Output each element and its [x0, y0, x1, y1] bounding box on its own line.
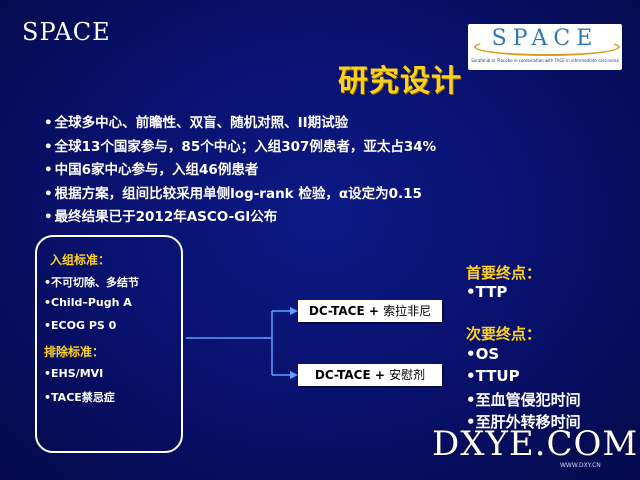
arm-regimen: DC-TACE + [308, 304, 384, 318]
criteria-box [35, 235, 183, 453]
arm-drug: 索拉非尼 [383, 304, 432, 318]
page-title: 研究设计 [338, 64, 462, 99]
secondary-endpoint-item: 至肝外转移时间 [466, 411, 581, 432]
site-watermark: DXYE.COM [432, 424, 639, 464]
logo-swoosh-icon [474, 38, 620, 56]
secondary-endpoint-item: TTUP [466, 367, 520, 385]
inclusion-title: 入组标准： [50, 253, 111, 267]
secondary-endpoint-title: 次要终点： [466, 325, 542, 343]
exclusion-item: •TACE禁忌症 [44, 391, 115, 404]
secondary-endpoint-item: 至血管侵犯时间 [466, 389, 581, 410]
bullet-item: 中国6家中心参与，入组46例患者 [44, 159, 436, 183]
arm-regimen: DC-TACE + [314, 368, 390, 382]
primary-endpoint-title: 首要终点： [466, 264, 542, 282]
arrow-right-icon [290, 307, 298, 315]
bullet-item: 根据方案，组间比较采用单侧log-rank 检验，α设定为0.15 [44, 183, 436, 207]
secondary-endpoint-item: OS [466, 345, 500, 363]
bullet-item: 全球多中心、前瞻性、双盲、随机对照、II期试验 [44, 112, 436, 136]
inclusion-item: •ECOG PS 0 [44, 319, 117, 332]
logo-word: SPACE [491, 26, 599, 51]
bullet-item: 最终结果已于2012年ASCO-GI公布 [44, 206, 436, 230]
bullet-item: 全球13个国家参与，85个中心；入组307例患者，亚太占34% [44, 136, 437, 160]
space-logo: SPACE Sorafenib or Placebo in combinatio… [468, 24, 622, 70]
arm-placebo: DC-TACE + 安慰剂 [298, 364, 442, 386]
watermark-url: WWW.DXY.CN [560, 462, 601, 469]
study-design-bullets: 全球多中心、前瞻性、双盲、随机对照、II期试验 全球13个国家参与，85个中心；… [44, 112, 437, 230]
arm-drug: 安慰剂 [389, 368, 426, 382]
exclusion-title: 排除标准： [44, 345, 105, 359]
logo-subtitle: Sorafenib or Placebo in combination with… [471, 58, 619, 63]
arm-sorafenib: DC-TACE + 索拉非尼 [298, 300, 442, 322]
inclusion-item: •不可切除、多结节 [44, 276, 140, 289]
primary-endpoint-item: TTP [466, 283, 508, 301]
header-left-title: SPACE [22, 18, 111, 46]
inclusion-item: •Child–Pugh A [44, 296, 132, 309]
arrow-right-icon [290, 371, 298, 379]
exclusion-item: •EHS/MVI [44, 367, 104, 380]
